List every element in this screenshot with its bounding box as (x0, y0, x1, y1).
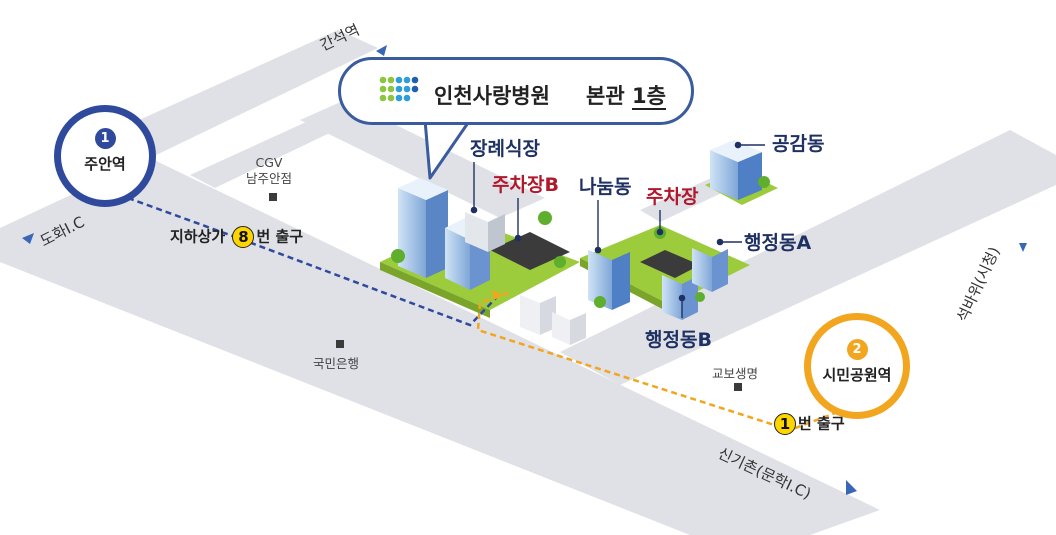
station-2[interactable]: 2 시민공원역 (804, 313, 910, 419)
arrow-north-icon (376, 45, 387, 56)
label-pointers (470, 141, 765, 318)
station-2-exit-suffix: 번 출구 (798, 414, 845, 433)
arrow-south-icon (846, 480, 857, 495)
arrow-west-icon (22, 233, 34, 244)
north-road (95, 30, 378, 158)
underground-exit-suffix: 번 출구 (256, 227, 304, 246)
side-road-4 (440, 316, 610, 398)
route-from-station-2 (476, 290, 839, 432)
insurance-label: 교보생명 (712, 366, 759, 381)
bank-label: 국민은행 (313, 356, 360, 371)
side-road-2 (210, 262, 320, 312)
wing-front (445, 228, 470, 290)
road-arrows (22, 45, 1027, 495)
floor-indicator: 본관 1층 (586, 80, 666, 110)
road-network (0, 30, 1056, 535)
station-1[interactable]: 1 주안역 (54, 105, 156, 207)
annex-front (465, 212, 488, 252)
tower-side (426, 190, 448, 278)
tree (538, 211, 552, 225)
admin-b-label[interactable]: 행정동B (645, 329, 712, 351)
arrow-east-icon (1019, 243, 1027, 252)
floor-prefix: 본관 (586, 84, 625, 108)
bank-marker (336, 340, 344, 348)
gonggam-side (738, 152, 762, 200)
underground-exit-number: 8 (232, 226, 255, 248)
admin-b-front (662, 275, 682, 320)
admin-a-side (712, 249, 728, 292)
insurance-marker (734, 383, 742, 391)
tree (391, 249, 405, 263)
main-road (0, 158, 880, 535)
annex-side (488, 214, 505, 252)
funeral-campus (380, 178, 580, 318)
cgv-marker (269, 193, 277, 201)
gonggam-top (710, 140, 762, 162)
gonggam-front (710, 150, 738, 200)
route-from-station-1 (127, 196, 497, 327)
floor-value: 1층 (631, 84, 666, 110)
route-end-arrow-icon (492, 290, 503, 300)
funeral-hall-label[interactable]: 장례식장 (470, 138, 540, 160)
parking-label[interactable]: 주차장 (646, 186, 699, 208)
block (570, 313, 586, 345)
white-blocks (520, 295, 586, 345)
side-road-6 (300, 100, 545, 218)
walking-routes (127, 196, 839, 432)
station-1-number: 1 (94, 128, 116, 149)
tree (594, 296, 606, 308)
parking-lot-b (490, 232, 570, 270)
hospital-callout: 인천사랑병원 본관 1층 (338, 57, 694, 125)
hospital-logo-icon (379, 76, 419, 102)
station-2-number: 2 (846, 339, 868, 360)
admin-a-label[interactable]: 행정동A (744, 232, 812, 254)
gonggam-building (705, 140, 778, 205)
station-1-name: 주안역 (84, 155, 126, 173)
campus-lawn-edge (380, 262, 490, 318)
station-2-name: 시민공원역 (822, 366, 892, 384)
admin-a-front (692, 248, 712, 292)
side-road-5 (780, 220, 900, 276)
nanum-front (588, 250, 612, 310)
tower-front (398, 188, 426, 278)
landmark-markers (269, 193, 742, 391)
parking-b-label[interactable]: 주차장B (492, 174, 559, 196)
underground-exit-prefix: 지하상가 (170, 227, 226, 246)
main-campus (580, 225, 750, 320)
block (552, 312, 570, 345)
tree (695, 292, 705, 302)
tower-top (398, 178, 448, 200)
hospital-name: 인천사랑병원 (434, 84, 550, 108)
tree (758, 176, 770, 188)
parking-lot (640, 250, 700, 278)
gonggam-building-label[interactable]: 공감동 (772, 133, 825, 155)
cgv-line-1: CGV (255, 155, 283, 170)
block (520, 295, 540, 335)
nanum-side (612, 252, 630, 310)
nanum-building-label[interactable]: 나눔동 (579, 176, 632, 198)
station-2-exit-number: 1 (774, 413, 796, 435)
cgv-label: CGV 남주안점 (246, 155, 292, 188)
admin-b-side (682, 276, 698, 320)
tree (554, 256, 566, 268)
cgv-line-2: 남주안점 (246, 171, 293, 187)
